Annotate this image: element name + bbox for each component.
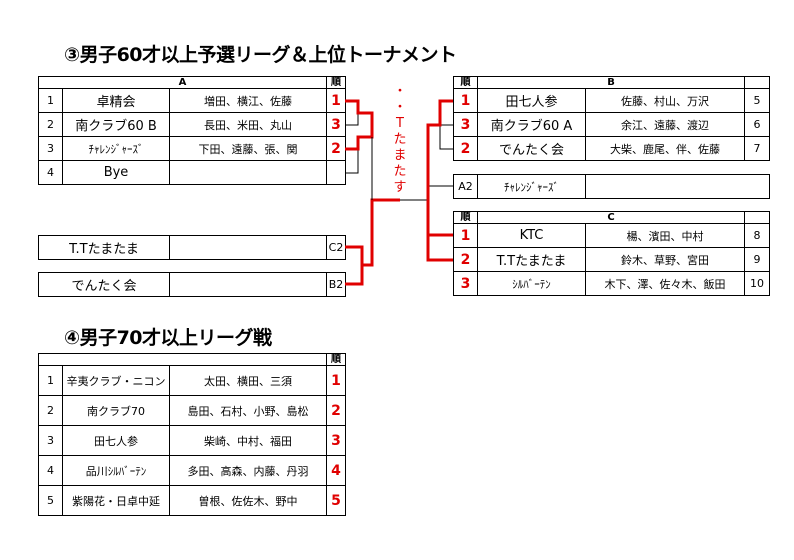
table-row: 1 辛夷クラブ・ニコン 太田、横田、三須 1 xyxy=(38,365,347,396)
team-name: 品川ｼﾙﾊﾞｰﾃﾝ xyxy=(62,455,170,486)
table-row: 2 T.Tたまたま 鈴木、草野、宮田 9 xyxy=(453,247,770,272)
rank-value: 4 xyxy=(326,455,347,486)
section4-title: ④男子70才以上リーグ戦 xyxy=(64,327,272,349)
table-row: 2 南クラブ70 島田、石村、小野、島松 2 xyxy=(38,395,347,426)
rank-value: 1 xyxy=(453,88,478,113)
row-number: 2 xyxy=(38,395,63,426)
winner-char: T xyxy=(396,116,404,131)
team-members: 長田、米田、丸山 xyxy=(168,112,328,137)
section3-title: ③男子60才以上予選リーグ＆上位トーナメント xyxy=(64,44,457,66)
winner-char: ・ xyxy=(393,84,407,99)
team-name: Bye xyxy=(62,160,170,185)
row-number: 3 xyxy=(38,136,63,161)
team-members: 鈴木、草野、宮田 xyxy=(585,247,745,272)
team-name: でんたく会 xyxy=(477,136,586,161)
empty-cell xyxy=(37,353,328,366)
empty-cell xyxy=(169,235,327,260)
team-members: 柴崎、中村、福田 xyxy=(168,425,328,456)
league-table: 順 1 辛夷クラブ・ニコン 太田、横田、三須 1 2 南クラブ70 島田、石村、… xyxy=(37,353,347,516)
team-members: 島田、石村、小野、島松 xyxy=(168,395,328,426)
team-members: 増田、横江、佐藤 xyxy=(168,88,328,113)
rank-value: 2 xyxy=(326,395,347,426)
bracket-winner-path-right xyxy=(426,99,453,262)
row-number: 8 xyxy=(744,223,770,248)
rank-value: 3 xyxy=(453,112,478,137)
team-name: T.Tたまたま xyxy=(477,247,586,272)
team-name: ﾁｬﾚﾝｼﾞｬｰｽﾞ xyxy=(62,136,170,161)
table-row: 2 南クラブ60 B 長田、米田、丸山 3 xyxy=(38,112,347,137)
table-row: 3 ﾁｬﾚﾝｼﾞｬｰｽﾞ 下田、遠藤、張、関 2 xyxy=(38,136,347,161)
table-row: 4 Bye xyxy=(38,160,347,185)
team-name: ｼﾙﾊﾞｰﾃﾝ xyxy=(477,271,586,296)
team-members: 曽根、佐佐木、野中 xyxy=(168,485,328,516)
rank-value: 3 xyxy=(326,425,347,456)
bracket-line-left-final xyxy=(371,137,428,201)
team-name: T.Tたまたま xyxy=(38,235,170,260)
team-members: 多田、高森、内藤、丹羽 xyxy=(168,455,328,486)
bracket-b2-box: でんたく会 B2 xyxy=(38,272,346,297)
bracket-a2-box: A2 ﾁｬﾚﾝｼﾞｬｰｽﾞ xyxy=(453,174,770,199)
team-name: 紫陽花・日卓中延 xyxy=(62,485,170,516)
rank-header: 順 xyxy=(326,76,347,89)
table-row: 2 でんたく会 大柴、鹿尾、伴、佐藤 7 xyxy=(453,136,770,161)
team-name: 南クラブ60 B xyxy=(62,112,170,137)
bracket-c2-box: T.Tたまたま C2 xyxy=(38,235,346,260)
team-name: ﾁｬﾚﾝｼﾞｬｰｽﾞ xyxy=(477,174,586,199)
winner-char: た xyxy=(393,164,407,179)
team-members: 木下、澤、佐々木、飯田 xyxy=(585,271,745,296)
winner-char: す xyxy=(393,180,407,195)
rank-header: 順 xyxy=(326,353,347,366)
team-name: でんたく会 xyxy=(38,272,170,297)
row-number: 5 xyxy=(38,485,63,516)
row-number: 3 xyxy=(38,425,63,456)
table-row: 5 紫陽花・日卓中延 曽根、佐佐木、野中 5 xyxy=(38,485,347,516)
row-number: 1 xyxy=(38,88,63,113)
team-name: 田七人参 xyxy=(62,425,170,456)
group-c-table: 順 C 1 KTC 楊、濱田、中村 8 2 T.Tたまたま 鈴木、草野、宮田 9… xyxy=(453,211,770,296)
group-a-table: A 順 1 卓精会 増田、横江、佐藤 1 2 南クラブ60 B 長田、米田、丸山… xyxy=(37,76,347,185)
bracket-line-group-b xyxy=(427,124,453,187)
group-b-table: 順 B 1 田七人参 佐藤、村山、万沢 5 3 南クラブ60 A 余江、遠藤、渡… xyxy=(453,76,770,161)
rank-value: 1 xyxy=(326,365,347,396)
team-members: 太田、横田、三須 xyxy=(168,365,328,396)
rank-value: 5 xyxy=(326,485,347,516)
seed-label: A2 xyxy=(453,174,478,199)
table-row: 1 田七人参 佐藤、村山、万沢 5 xyxy=(453,88,770,113)
table-row: 3 南クラブ60 A 余江、遠藤、渡辺 6 xyxy=(453,112,770,137)
team-members xyxy=(168,160,328,185)
empty-cell xyxy=(585,174,770,199)
team-members: 佐藤、村山、万沢 xyxy=(585,88,745,113)
row-number: 4 xyxy=(38,455,63,486)
team-name: 田七人参 xyxy=(477,88,586,113)
winner-text: ・ ・ T た ま た す xyxy=(393,84,407,196)
bracket-line-group-a xyxy=(345,100,359,174)
team-members: 大柴、鹿尾、伴、佐藤 xyxy=(585,136,745,161)
team-name: 南クラブ70 xyxy=(62,395,170,426)
team-name: 南クラブ60 A xyxy=(477,112,586,137)
row-number: 7 xyxy=(744,136,770,161)
row-number: 10 xyxy=(744,271,770,296)
row-number: 1 xyxy=(38,365,63,396)
team-members: 余江、遠藤、渡辺 xyxy=(585,112,745,137)
seed-label: B2 xyxy=(326,272,346,297)
winner-char: ま xyxy=(393,148,407,163)
table-row: 3 ｼﾙﾊﾞｰﾃﾝ 木下、澤、佐々木、飯田 10 xyxy=(453,271,770,296)
table-row: 4 品川ｼﾙﾊﾞｰﾃﾝ 多田、高森、内藤、丹羽 4 xyxy=(38,455,347,486)
row-number: 4 xyxy=(38,160,63,185)
winner-char: ・ xyxy=(393,100,407,115)
winner-char: た xyxy=(393,132,407,147)
bracket-winner-path-left xyxy=(345,99,400,286)
table-row: 3 田七人参 柴崎、中村、福田 3 xyxy=(38,425,347,456)
rank-value: 3 xyxy=(453,271,478,296)
row-number: 9 xyxy=(744,247,770,272)
team-name: 辛夷クラブ・ニコン xyxy=(62,365,170,396)
